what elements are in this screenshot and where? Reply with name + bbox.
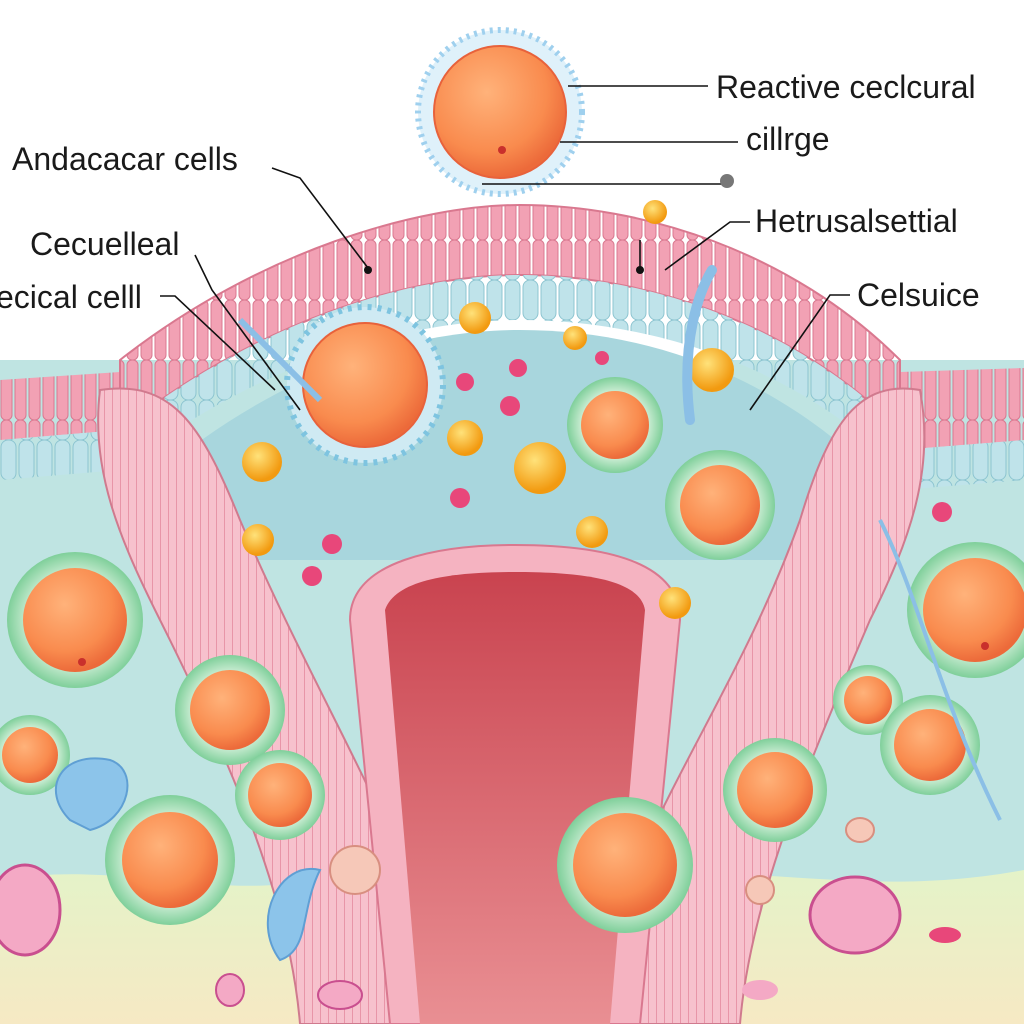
top-floating-cell <box>415 27 585 197</box>
right-cilia <box>900 440 1024 490</box>
lumen <box>385 572 645 1024</box>
ringed-cell <box>723 738 827 842</box>
ringed-cell <box>907 542 1024 678</box>
pink-dot <box>509 359 527 377</box>
fibers <box>54 265 1002 962</box>
pink-dot <box>450 488 470 508</box>
ringed-cell <box>665 450 775 560</box>
pink-dot <box>595 351 609 365</box>
ringed-cell <box>0 715 70 795</box>
granule <box>659 587 691 619</box>
pink-dot <box>500 396 520 416</box>
granule <box>643 200 667 224</box>
granule <box>242 524 274 556</box>
label-reactive-ceclcural: Reactive ceclcural <box>716 69 976 105</box>
leader-lines <box>160 85 850 411</box>
label-cillrge: cillrge <box>746 121 830 157</box>
ringed-cell <box>105 795 235 925</box>
ringed-cell <box>175 655 285 765</box>
pink-dot <box>302 566 322 586</box>
label-ecical-celll: ecical celll <box>0 279 142 315</box>
ringed-cells <box>0 377 1024 933</box>
granule <box>576 516 608 548</box>
pink-dot <box>932 502 952 522</box>
ringed-cell <box>833 665 903 735</box>
granule <box>447 420 483 456</box>
granule <box>459 302 491 334</box>
basal-cells <box>0 817 961 1010</box>
granule <box>242 442 282 482</box>
pink-dot <box>322 534 342 554</box>
left-membrane <box>0 372 120 440</box>
central-cell <box>284 304 446 466</box>
pink-dots <box>302 351 952 586</box>
granule <box>563 326 587 350</box>
label-andacacar-cells: Andacacar cells <box>12 141 238 177</box>
granule <box>690 348 734 392</box>
ringed-cell <box>7 552 143 688</box>
left-cilia <box>0 430 120 480</box>
ringed-cell <box>557 797 693 933</box>
granule <box>514 442 566 494</box>
pink-dot <box>456 373 474 391</box>
granules <box>242 200 734 619</box>
ringed-cell <box>235 750 325 840</box>
right-membrane <box>900 368 1024 450</box>
ringed-cell <box>567 377 663 473</box>
label-celsuice: Celsuice <box>857 277 980 313</box>
label-hetrusalsettial: Hetrusalsettial <box>755 203 958 239</box>
label-cecuelleal: Cecuelleal <box>30 226 179 262</box>
